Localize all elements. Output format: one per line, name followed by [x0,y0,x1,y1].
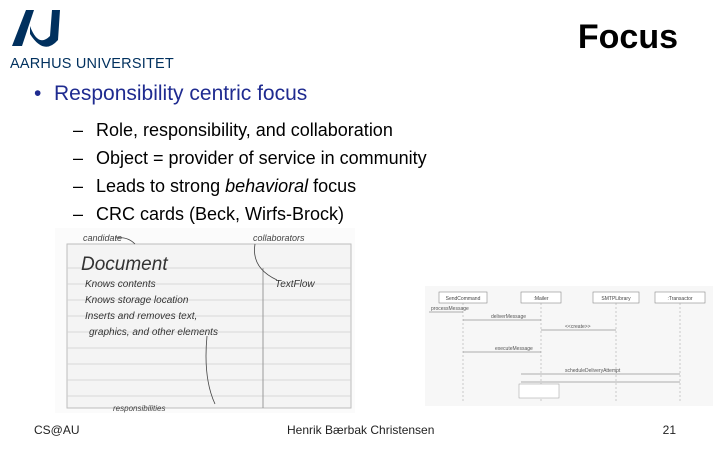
sequence-diagram-image: SendCommand :Mailer SMTPLibrary :Transac… [425,286,713,406]
crc-responsibility: Inserts and removes text, [85,311,197,322]
message-label: <<create>> [565,324,591,330]
sub-bullet-item: –CRC cards (Beck, Wirfs-Brock) [73,200,427,228]
dash-icon: – [73,120,84,140]
sub-bullet-item: –Object = provider of service in communi… [73,144,427,172]
page-number: 21 [662,423,676,437]
crc-responsibility: graphics, and other elements [89,327,218,338]
dash-icon: – [73,176,84,196]
message-label: executeMessage [495,346,533,352]
bullet-dot-icon: • [34,82,42,105]
slide-title: Focus [577,18,678,56]
responsibilities-label: responsibilities [113,404,165,413]
lifeline-label: :Transactor [667,296,692,302]
dash-icon: – [73,204,84,224]
main-bullet-text: Responsibility centric focus [54,82,308,105]
main-bullet: • Responsibility centric focus [34,82,307,106]
crc-collaborator: TextFlow [275,279,315,290]
aarhus-university-logo: AARHUS UNIVERSITET [8,6,178,72]
crc-responsibility: Knows storage location [85,295,189,306]
lifeline-label: :Mailer [533,296,548,302]
footer-left: CS@AU [34,423,80,437]
collaborators-label: collaborators [253,233,305,243]
lifeline-label: SMTPLibrary [601,296,631,302]
sub-bullet-item: –Role, responsibility, and collaboration [73,116,427,144]
sub-bullet-list: –Role, responsibility, and collaboration… [73,116,427,228]
message-label: deliverMessage [491,314,526,320]
lifeline-label: SendCommand [446,296,481,302]
message-label: scheduleDeliveryAttempt [565,368,621,374]
logo-text: AARHUS UNIVERSITET [10,56,174,72]
crc-responsibility: Knows contents [85,279,156,290]
candidate-label: candidate [83,233,122,243]
crc-class-name: Document [81,254,168,275]
sub-bullet-item: –Leads to strong behavioral focus [73,172,427,200]
crc-card-image: candidate collaborators Document Knows c… [55,228,355,413]
message-label: processMessage [431,306,469,312]
dash-icon: – [73,148,84,168]
au-logo-mark-icon [12,10,60,47]
footer-author: Henrik Bærbak Christensen [287,423,435,437]
